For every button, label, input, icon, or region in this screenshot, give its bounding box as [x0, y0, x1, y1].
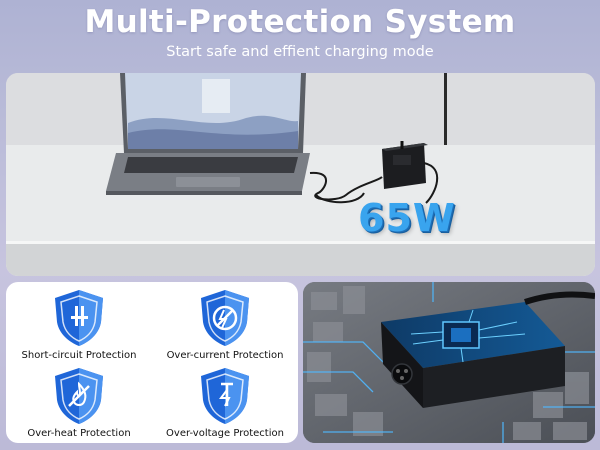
adapter-circuit-image — [303, 282, 595, 443]
protection-features-panel: Short-circuit Protection Over-current Pr… — [6, 282, 298, 443]
feature-over-voltage: Over-voltage Protection — [152, 366, 298, 439]
page-title: Multi-Protection System — [84, 4, 516, 40]
feature-over-current: Over-current Protection — [152, 288, 298, 361]
feature-label: Over-heat Protection — [27, 428, 131, 439]
feature-label: Over-current Protection — [166, 350, 284, 361]
short-circuit-shield-icon — [55, 290, 103, 346]
page-subtitle: Start safe and effient charging mode — [166, 44, 434, 60]
feature-over-heat: Over-heat Protection — [6, 366, 152, 439]
feature-short-circuit: Short-circuit Protection — [6, 288, 152, 361]
over-heat-shield-icon — [55, 368, 103, 424]
power-rating-badge: 65W — [358, 196, 456, 240]
over-current-shield-icon — [201, 290, 249, 346]
laptop-scene-image: 65W — [6, 73, 595, 276]
feature-label: Short-circuit Protection — [21, 350, 137, 361]
over-voltage-shield-icon — [201, 368, 249, 424]
feature-label: Over-voltage Protection — [166, 428, 284, 439]
